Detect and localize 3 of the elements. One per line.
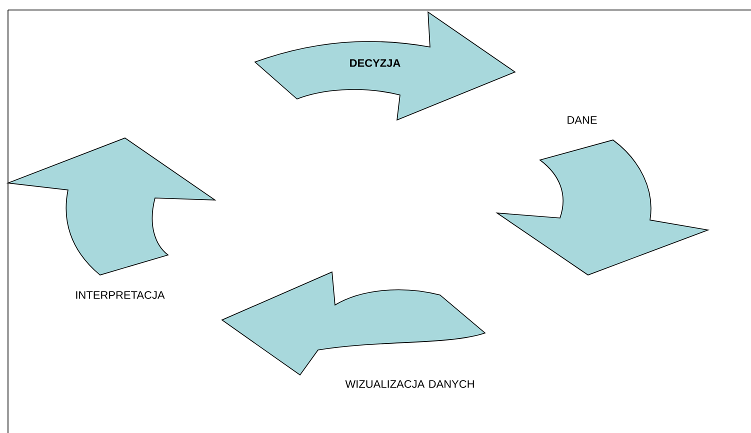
node-label: DANE — [568, 116, 597, 124]
node-label: INTERPRETACJA — [76, 291, 165, 299]
node-label: WIZUALIZACJA DANYCH — [345, 380, 474, 388]
